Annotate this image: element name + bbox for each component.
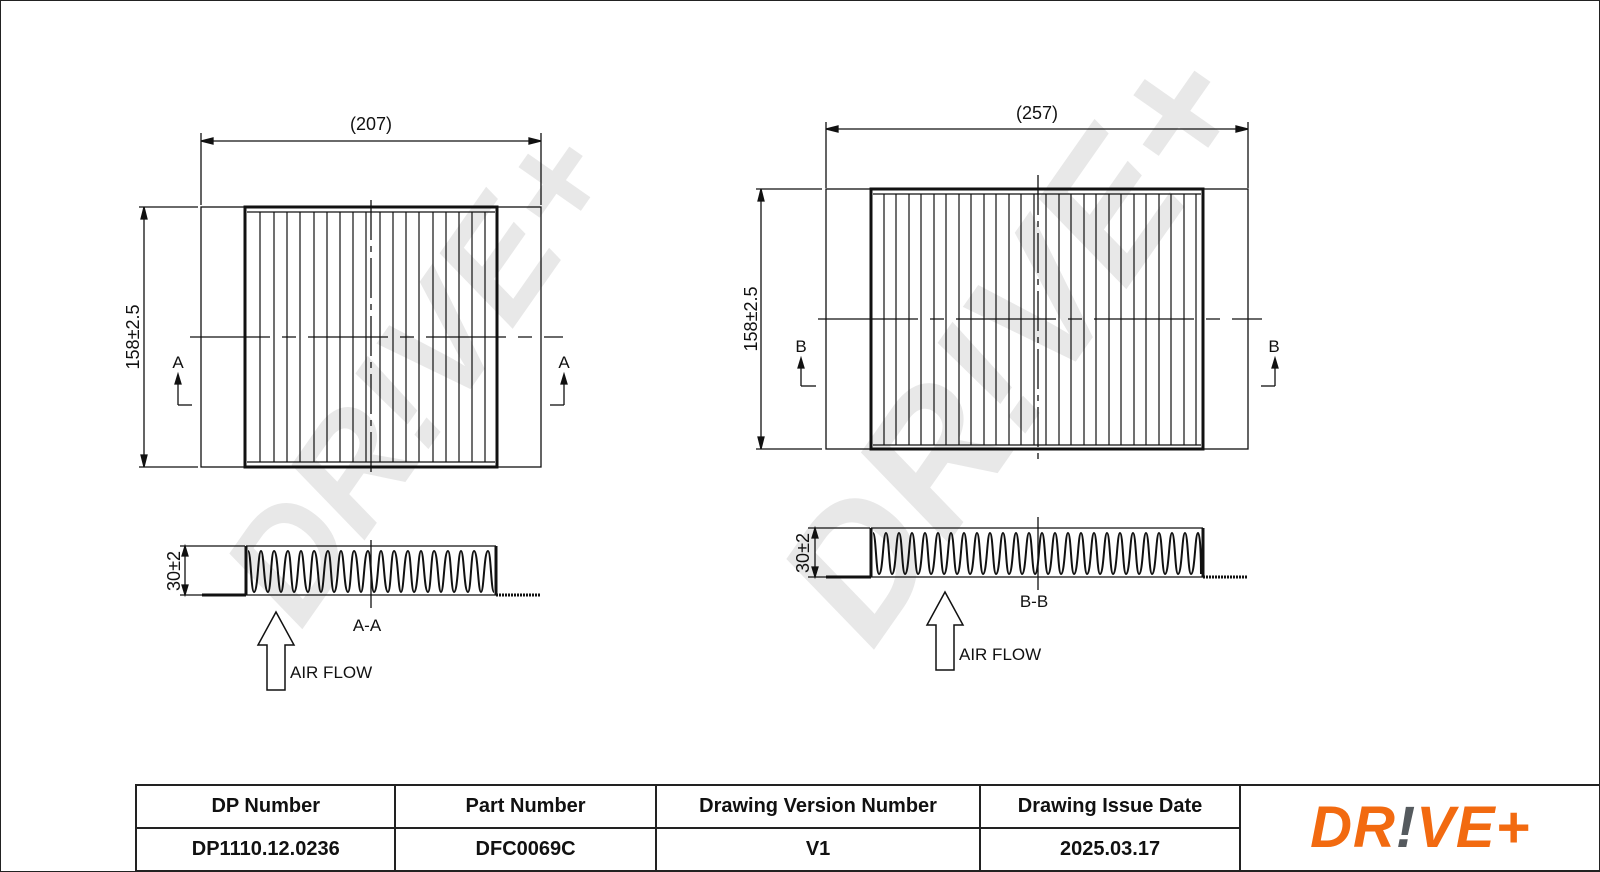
brand-logo: DR!VE+	[1310, 795, 1531, 860]
section-label-a-a: A-A	[353, 616, 382, 635]
left-height-dimension: 158±2.5	[123, 305, 143, 370]
right-depth-dimension: 30±2	[793, 533, 813, 573]
right-top-view	[756, 122, 1279, 460]
title-block: DP Number Part Number Drawing Version Nu…	[134, 784, 1600, 872]
left-section-marker-b: B	[795, 337, 806, 356]
left-section-marker-a: A	[172, 353, 184, 372]
left-section-view	[180, 540, 541, 691]
brand-logo-cell: DR!VE+	[1238, 784, 1600, 872]
right-section-marker-a: A	[558, 353, 570, 372]
section-label-b-b: B-B	[1020, 592, 1048, 611]
value-drawing-version: V1	[654, 827, 982, 872]
left-airflow-label: AIR FLOW	[290, 663, 372, 682]
right-height-dimension: 158±2.5	[741, 287, 761, 352]
right-airflow-label: AIR FLOW	[959, 645, 1041, 664]
header-part-number: Part Number	[394, 784, 657, 829]
left-width-dimension: (207)	[350, 114, 392, 134]
left-depth-dimension: 30±2	[164, 551, 184, 591]
value-issue-date: 2025.03.17	[979, 827, 1241, 872]
value-part-number: DFC0069C	[394, 827, 657, 872]
right-width-dimension: (257)	[1016, 103, 1058, 123]
right-section-view	[808, 517, 1248, 671]
value-dp-number: DP1110.12.0236	[134, 827, 397, 872]
header-drawing-version: Drawing Version Number	[654, 784, 982, 829]
right-section-marker-b: B	[1268, 337, 1279, 356]
header-issue-date: Drawing Issue Date	[979, 784, 1241, 829]
left-top-view	[139, 133, 568, 478]
header-dp-number: DP Number	[134, 784, 397, 829]
